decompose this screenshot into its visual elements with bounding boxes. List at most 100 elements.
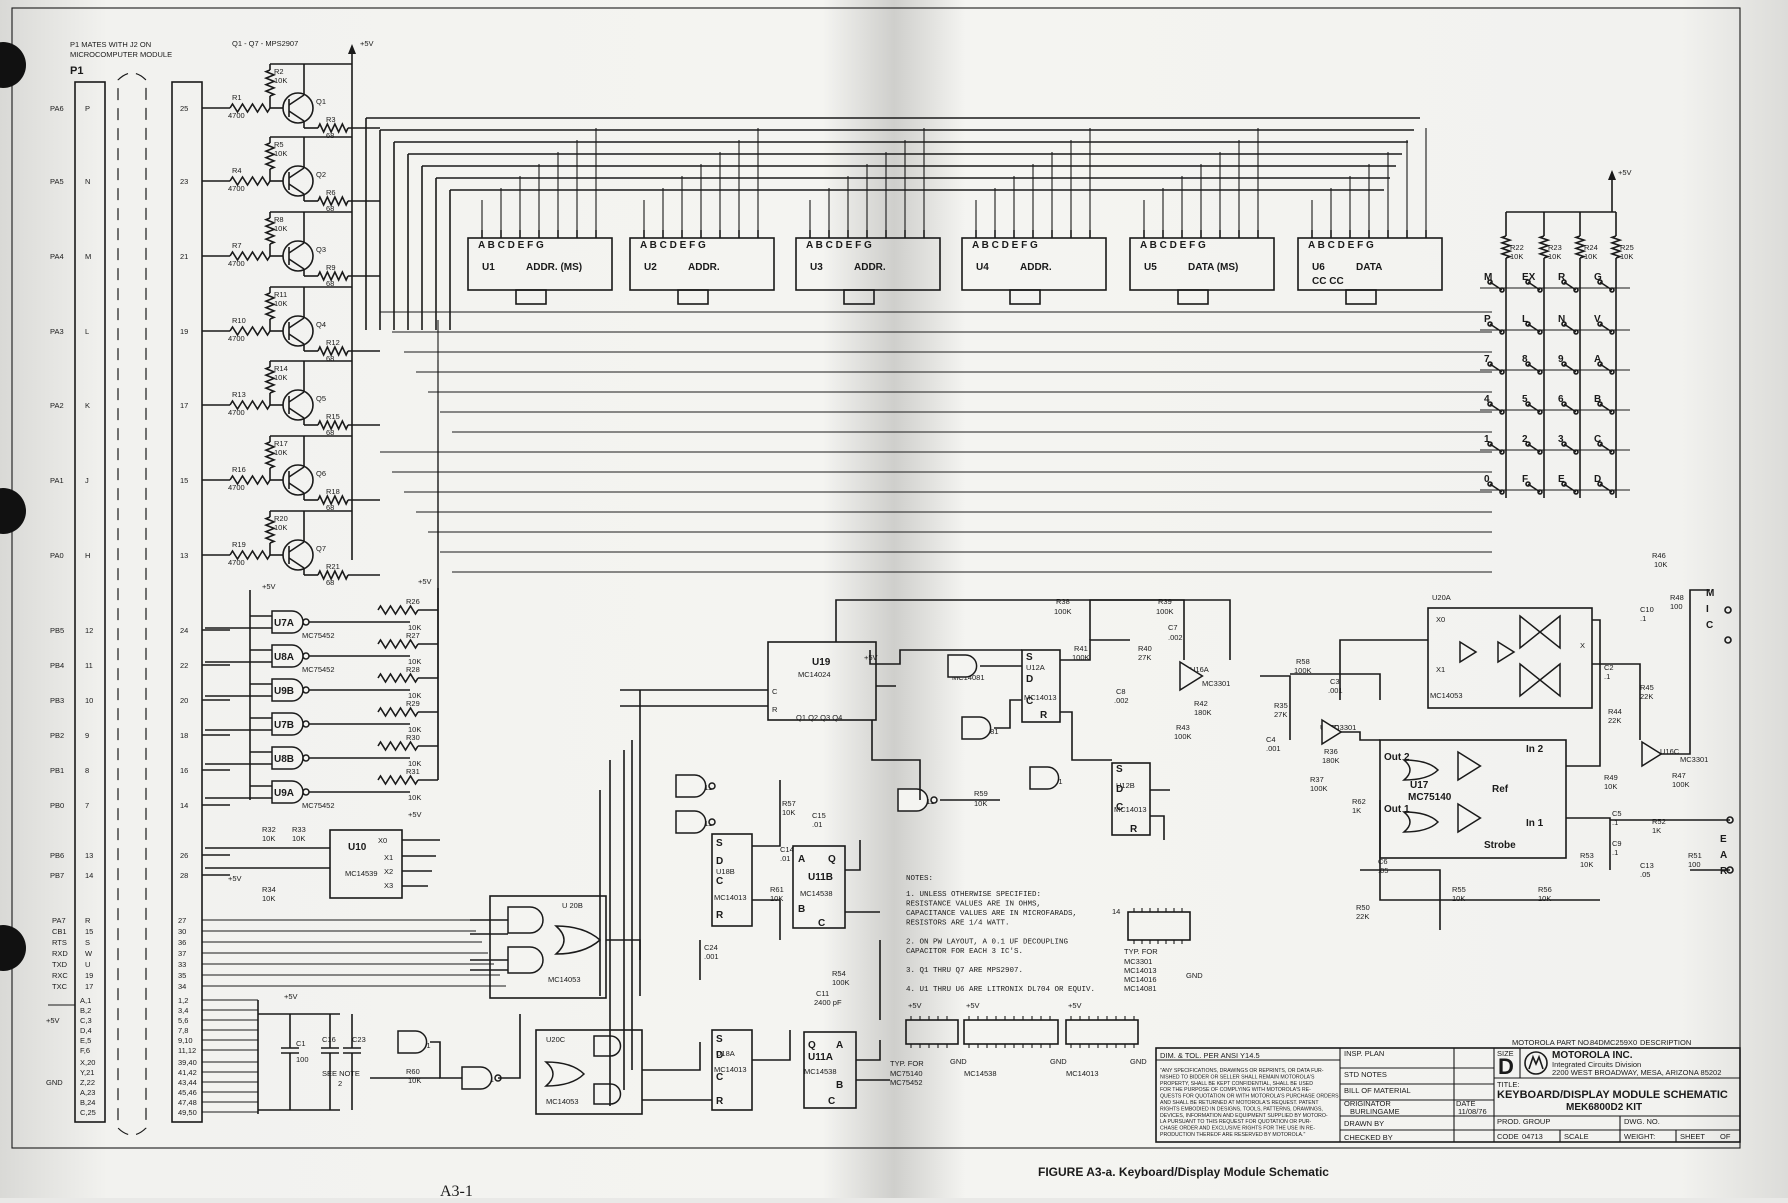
- connector-pin-number: 37: [178, 949, 186, 958]
- typ-package: 14 TYP. FOR MC3301MC14013MC14016MC14081 …: [1112, 907, 1203, 993]
- resistor-label: R1: [232, 93, 242, 102]
- u16d-opamp: [1321, 718, 1343, 746]
- keypad-pullup-resistor: [1573, 235, 1587, 259]
- key-contact: [1525, 441, 1531, 447]
- passive-label-c13: C13: [1640, 861, 1654, 870]
- connector-pin-label: B,24: [80, 1098, 95, 1107]
- key-contact: [1499, 369, 1505, 375]
- key-label: L: [1522, 314, 1528, 325]
- driver-pullup: [377, 706, 419, 718]
- key-contact: [1609, 449, 1615, 455]
- note-line: 2. ON PW LAYOUT, A 0.1 UF DECOUPLING: [906, 939, 1069, 947]
- connector-pin-label: 17: [85, 982, 93, 991]
- resistor-label: R12: [326, 338, 340, 347]
- logic-wire: [871, 720, 921, 800]
- passive-label-r60: R60: [406, 1067, 420, 1076]
- key-contact: [1537, 287, 1543, 293]
- note-line: CAPACITANCE VALUES ARE IN MICROFARADS,: [906, 910, 1077, 918]
- transistor-drivers: R14700R210KQ1R368R44700R510KQ2R668R74700…: [228, 63, 380, 587]
- r32-value: 10K: [262, 834, 275, 843]
- display-name: U3: [810, 262, 823, 273]
- tb-code: 04713: [1522, 1132, 1543, 1141]
- logic-wire: [470, 919, 508, 971]
- legal-line: CHASE ORDER AND EXCLUSIVE RIGHTS FOR THE…: [1160, 1126, 1315, 1132]
- u20b-and: [507, 906, 544, 934]
- connector-port-label: PA0: [50, 551, 64, 560]
- connector-port-label: PA6: [50, 104, 64, 113]
- legal-line: RIGHTS EMBODIED IN DESIGNS, TOOLS, PATTE…: [1160, 1106, 1323, 1112]
- resistor-label: R11: [274, 290, 287, 299]
- connector-pin-label: 15: [85, 927, 93, 936]
- transistor-collector: [288, 258, 305, 270]
- display-dp-tab: [677, 289, 709, 305]
- connector-pin-label: W: [85, 949, 93, 958]
- ff-pin: C: [1026, 696, 1033, 707]
- connector-pin-number: 13: [180, 551, 188, 560]
- resistor-label: R7: [232, 241, 242, 250]
- key-contact: [1499, 449, 1505, 455]
- u18b-body: [711, 833, 753, 927]
- transistor-collector: [288, 482, 305, 494]
- connector-pin-label: J: [85, 476, 89, 485]
- u12b-body: [1111, 762, 1151, 836]
- tb-code-label: CODE: [1497, 1132, 1519, 1141]
- typ-package-part: MC14013: [1124, 966, 1157, 975]
- ic-label-u20a: U20A: [1432, 593, 1451, 602]
- display-pin-labels: A B C D E F G: [1140, 240, 1206, 251]
- transistor-emitter: [288, 167, 305, 179]
- key-label: G: [1594, 272, 1602, 283]
- passive-label-r59v: 10K: [974, 799, 987, 808]
- ear-label: A: [1720, 850, 1727, 861]
- logic-wire: [876, 649, 1022, 665]
- key-contact: [1499, 287, 1505, 293]
- key-label: B: [1594, 394, 1601, 405]
- passive-label-r43v: 100K: [1174, 732, 1192, 741]
- decoupling-supply: +5V: [284, 992, 298, 1001]
- keypad-pullup-value: 10K: [1510, 252, 1523, 261]
- transistor-label: Q2: [316, 170, 326, 179]
- u10-part: MC14539: [345, 869, 378, 878]
- tb-size-label: SIZE: [1497, 1049, 1514, 1058]
- ff-pin: C: [716, 876, 723, 887]
- key-label: 1: [1484, 434, 1490, 445]
- passive-label-r57: R57: [782, 799, 796, 808]
- connector-port-label: TXD: [52, 960, 68, 969]
- logic-wire: [835, 599, 1185, 660]
- passive-label-r52: R52: [1652, 817, 1666, 826]
- connector-pin-label: N: [85, 177, 90, 186]
- passive-label-r47v: 100K: [1672, 780, 1690, 789]
- transistor-label: Q7: [316, 544, 326, 553]
- resistor-label: R14: [274, 364, 288, 373]
- passive-label-r61v: 10K: [770, 894, 783, 903]
- tb-drawn: DRAWN BY: [1344, 1119, 1384, 1128]
- title-block: MOTOROLA PART NO. 84DMC259X0 DESCRIPTION…: [1155, 1038, 1741, 1143]
- connector-port-label: TXC: [52, 982, 68, 991]
- keypad-pullup-label: R25: [1620, 243, 1634, 252]
- connector-pin-number: 23: [180, 177, 188, 186]
- ff-pin: C: [716, 1072, 723, 1083]
- key-contact: [1561, 279, 1567, 285]
- typ-package-part: MC14016: [1124, 975, 1157, 984]
- ic-label-u16dp: MC3301: [1328, 723, 1356, 732]
- ff-pin: S: [716, 838, 723, 849]
- tb-date-label: DATE: [1456, 1099, 1475, 1108]
- key-contact: [1597, 401, 1603, 407]
- passive-label-c2: C2: [1604, 663, 1614, 672]
- resistor-value: 10K: [274, 299, 287, 308]
- display-name: U5: [1144, 262, 1157, 273]
- passive-label-c4: C4: [1266, 735, 1276, 744]
- c1-label: C1: [296, 1039, 306, 1048]
- resistor-value: 4700: [228, 111, 245, 120]
- passive-label-c8v: .002: [1114, 696, 1129, 705]
- key-contact: [1597, 361, 1603, 367]
- connector-port-label: PB6: [50, 851, 64, 860]
- gnd-bracket-label: GND: [46, 1078, 63, 1087]
- collector-resistor: [317, 419, 349, 431]
- key-contact: [1487, 361, 1493, 367]
- ff-pin: D: [716, 1050, 723, 1061]
- driver-name: U8A: [274, 652, 294, 663]
- ic-label-u11b: U11B: [808, 872, 833, 883]
- ff-pin: R: [1130, 824, 1138, 835]
- ic-label-u20bp: MC14053: [548, 975, 581, 984]
